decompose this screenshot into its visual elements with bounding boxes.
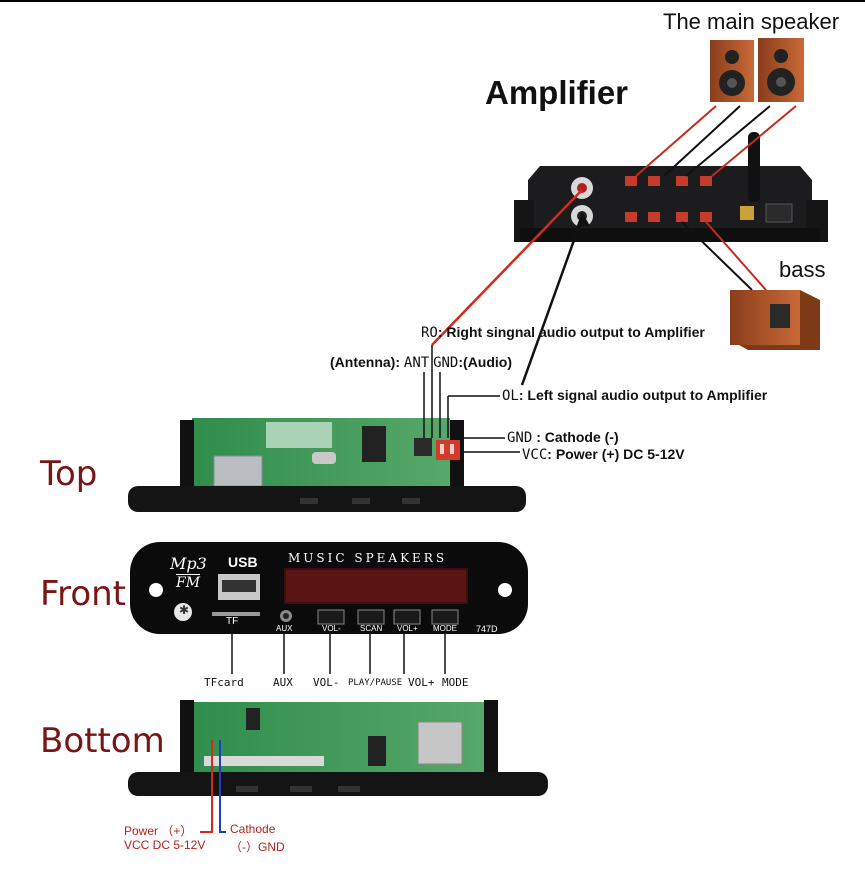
section-front: Front [40,574,126,614]
power-label-line2: VCC DC 5-12V [124,838,206,852]
main-speaker-label: The main speaker [663,9,840,34]
amplifier-unit [514,132,828,242]
tf-text: TF [226,616,239,627]
gnd-power-desc: : Cathode (-) [536,429,619,445]
ro-pin: RO [421,325,438,341]
ol-wire [520,217,584,386]
section-top: Top [40,454,98,494]
usb-text: USB [228,554,258,570]
power-positive-wire [200,740,213,833]
bass-speaker [730,290,820,350]
bluetooth-icon: ✱ [179,603,190,617]
ro-wire [431,189,583,346]
panel-button-mode: MODE [433,624,457,633]
ant-pin: ANT [403,355,430,371]
music-speakers-text: MUSIC SPEAKERS [288,551,448,565]
callout-mode: MODE [442,676,469,689]
top-module-board [128,418,526,512]
speaker-wires [635,105,797,291]
front-leader-lines [231,624,446,674]
ant-prefix: (Antenna): [330,354,400,370]
vcc-desc: : Power (+) DC 5-12V [547,446,685,462]
section-bottom: Bottom [40,721,165,761]
main-speaker-left [710,40,754,102]
aux-panel-text: AUX [276,624,293,633]
ol-pin: OL [502,388,519,404]
gnd-audio-pin: GND [433,355,459,371]
callout-vol-minus: VOL- [313,676,340,689]
bass-label: bass [779,257,826,282]
callout-play-pause: PLAY/PAUSE [348,678,403,688]
gnd-power-pin: GND [507,430,533,446]
top-leader-lines [423,345,520,453]
ol-desc: : Left signal audio output to Amplifier [518,387,768,403]
model-text: 747D [476,624,498,634]
vcc-label: VCC: Power (+) DC 5-12V [522,446,685,463]
callout-vol-plus: VOL+ [408,676,435,689]
top-border [0,0,865,2]
bottom-module-board [128,700,548,796]
brand-mp3: Mp3 [170,554,207,573]
power-negative-wire [219,740,226,833]
panel-button-scan: SCAN [360,624,383,633]
panel-button-vol-minus: VOL- [322,624,341,633]
gnd-audio-desc: :(Audio) [458,354,513,370]
main-speaker-right [758,38,804,102]
callout-aux: AUX [273,676,293,689]
panel-button-vol-plus: VOL+ [397,624,418,633]
vcc-pin: VCC [522,447,548,463]
callout-tfcard: TFcard [204,676,244,689]
ro-label: RO: Right singnal audio output to Amplif… [421,324,705,341]
ro-desc: : Right singnal audio output to Amplifie… [437,324,705,340]
ant-gnd-label: (Antenna): ANT GND:(Audio) [330,354,512,371]
cathode-label-line1: Cathode [230,822,276,836]
ol-label: OL: Left signal audio output to Amplifie… [502,387,767,404]
cathode-label-line2: （-）GND [230,840,285,854]
gnd-power-label: GND : Cathode (-) [507,429,619,446]
amplifier-title: Amplifier [485,74,629,111]
brand-fm: FM [176,574,201,591]
front-panel [130,542,528,634]
power-label-line1: Power （+） [124,824,193,838]
